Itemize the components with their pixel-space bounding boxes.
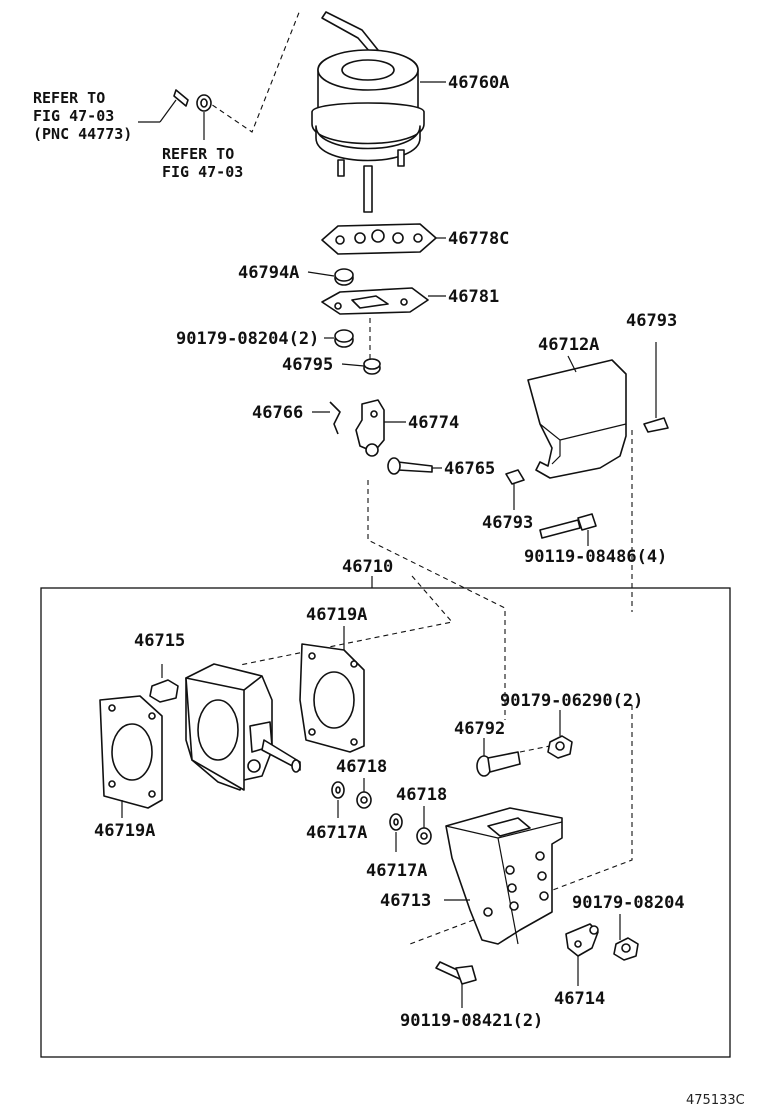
bolt-46792[interactable] (476, 751, 521, 777)
label-46793-bottom[interactable]: 46793 (482, 513, 533, 533)
nut-90179-08204[interactable] (334, 329, 354, 348)
nut-46718-a[interactable] (356, 791, 372, 809)
link-46774[interactable] (355, 399, 385, 457)
label-46795[interactable]: 46795 (282, 355, 333, 375)
bracket-46713[interactable] (445, 807, 563, 945)
label-46715[interactable]: 46715 (134, 631, 185, 651)
spacer-46715[interactable] (149, 679, 179, 703)
washer-46717A-a[interactable] (331, 781, 345, 799)
label-90179-06290-2[interactable]: 90179-06290(2) (500, 691, 643, 711)
catalog-number: 475133C (686, 1093, 745, 1108)
label-90179-08204-2[interactable]: 90179-08204(2) (176, 329, 319, 349)
plate-46781[interactable] (321, 287, 429, 315)
bolt-46793-bottom[interactable] (505, 469, 525, 510)
gasket-46719A-left[interactable] (99, 695, 163, 809)
label-46781[interactable]: 46781 (448, 287, 499, 307)
label-46765[interactable]: 46765 (444, 459, 495, 479)
nut-46795[interactable] (363, 358, 381, 375)
label-46718-b[interactable]: 46718 (396, 785, 447, 805)
refer-label-1-line1: REFER TO (33, 89, 105, 107)
label-46710[interactable]: 46710 (342, 557, 393, 577)
bolt-46793-top[interactable] (643, 342, 669, 433)
label-46792[interactable]: 46792 (454, 719, 505, 739)
label-46717A-a[interactable]: 46717A (306, 823, 367, 843)
bolt-90119-08421[interactable] (435, 961, 477, 985)
nut-90179-08204-single[interactable] (613, 937, 639, 961)
vacuum-actuator-46760A[interactable] (311, 11, 425, 213)
refer-label-2-line2: FIG 47-03 (162, 163, 243, 181)
refer-label-1-line2: FIG 47-03 (33, 107, 114, 125)
label-46793-top[interactable]: 46793 (626, 311, 677, 331)
nut-46718-b[interactable] (416, 827, 432, 845)
bolt-90119-08486[interactable] (539, 513, 597, 539)
label-90119-08486-4[interactable]: 90119-08486(4) (524, 547, 667, 567)
gasket-46778C[interactable] (321, 223, 437, 255)
refer-label-2-line1: REFER TO (162, 145, 234, 163)
throttle-body[interactable] (185, 663, 301, 791)
label-90179-08204[interactable]: 90179-08204 (572, 893, 685, 913)
label-46794A[interactable]: 46794A (238, 263, 299, 283)
bracket-cover-46712A[interactable] (527, 359, 627, 479)
nut-90179-06290[interactable] (547, 735, 573, 759)
label-46717A-b[interactable]: 46717A (366, 861, 427, 881)
nut-46794A[interactable] (334, 268, 354, 286)
lever-46714[interactable] (565, 923, 599, 957)
label-46778C[interactable]: 46778C (448, 229, 509, 249)
label-46760A[interactable]: 46760A (448, 73, 509, 93)
label-46718-a[interactable]: 46718 (336, 757, 387, 777)
label-46774[interactable]: 46774 (408, 413, 459, 433)
label-46714[interactable]: 46714 (554, 989, 605, 1009)
label-46719A-top[interactable]: 46719A (306, 605, 367, 625)
label-90119-08421-2[interactable]: 90119-08421(2) (400, 1011, 543, 1031)
label-46712A[interactable]: 46712A (538, 335, 599, 355)
label-46713[interactable]: 46713 (380, 891, 431, 911)
refer-label-1-line3: (PNC 44773) (33, 125, 132, 143)
washer-46717A-b[interactable] (389, 813, 403, 831)
gasket-46719A-right[interactable] (299, 643, 365, 753)
assembly-frame (40, 587, 731, 1058)
hose-clip-icon[interactable] (173, 89, 212, 112)
label-46719A-left[interactable]: 46719A (94, 821, 155, 841)
pin-46765[interactable] (387, 457, 433, 475)
label-46766[interactable]: 46766 (252, 403, 303, 423)
clip-46766[interactable] (329, 401, 341, 435)
